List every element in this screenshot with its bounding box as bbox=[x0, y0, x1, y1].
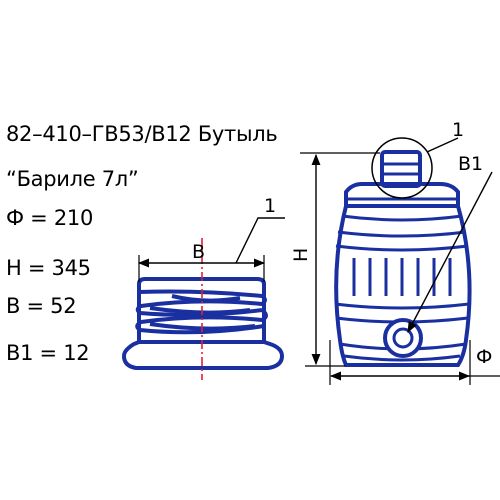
spec-title: 82–410–ГВ53/В12 Бутыль bbox=[6, 122, 278, 146]
bottle-view: 1 В1 Н Ф bbox=[290, 119, 500, 385]
neck-height-label: В1 bbox=[458, 153, 483, 175]
neck-callout-leader bbox=[235, 217, 285, 264]
spec-height: Н = 345 bbox=[6, 256, 91, 280]
neck-callout-number: 1 bbox=[264, 195, 276, 217]
diameter-label: Ф bbox=[476, 346, 492, 368]
spec-neck-width: В = 52 bbox=[6, 294, 77, 318]
spec-diameter: Ф = 210 bbox=[6, 206, 94, 230]
neck-thread bbox=[121, 277, 285, 370]
tap-outlet bbox=[383, 318, 423, 358]
spec-name: “Бариле 7л” bbox=[6, 167, 139, 191]
height-label: Н bbox=[290, 248, 312, 262]
neck-width-label: В bbox=[192, 241, 205, 263]
bottle-callout-number: 1 bbox=[452, 119, 464, 141]
neck-height-leader bbox=[407, 171, 493, 333]
spec-neck-height: В1 = 12 bbox=[6, 341, 90, 365]
neck-detail-view: В 1 bbox=[121, 195, 285, 380]
bottle-callout-leader bbox=[426, 137, 459, 153]
barrel-outline bbox=[334, 150, 472, 367]
neck-callout-circle bbox=[371, 137, 433, 199]
